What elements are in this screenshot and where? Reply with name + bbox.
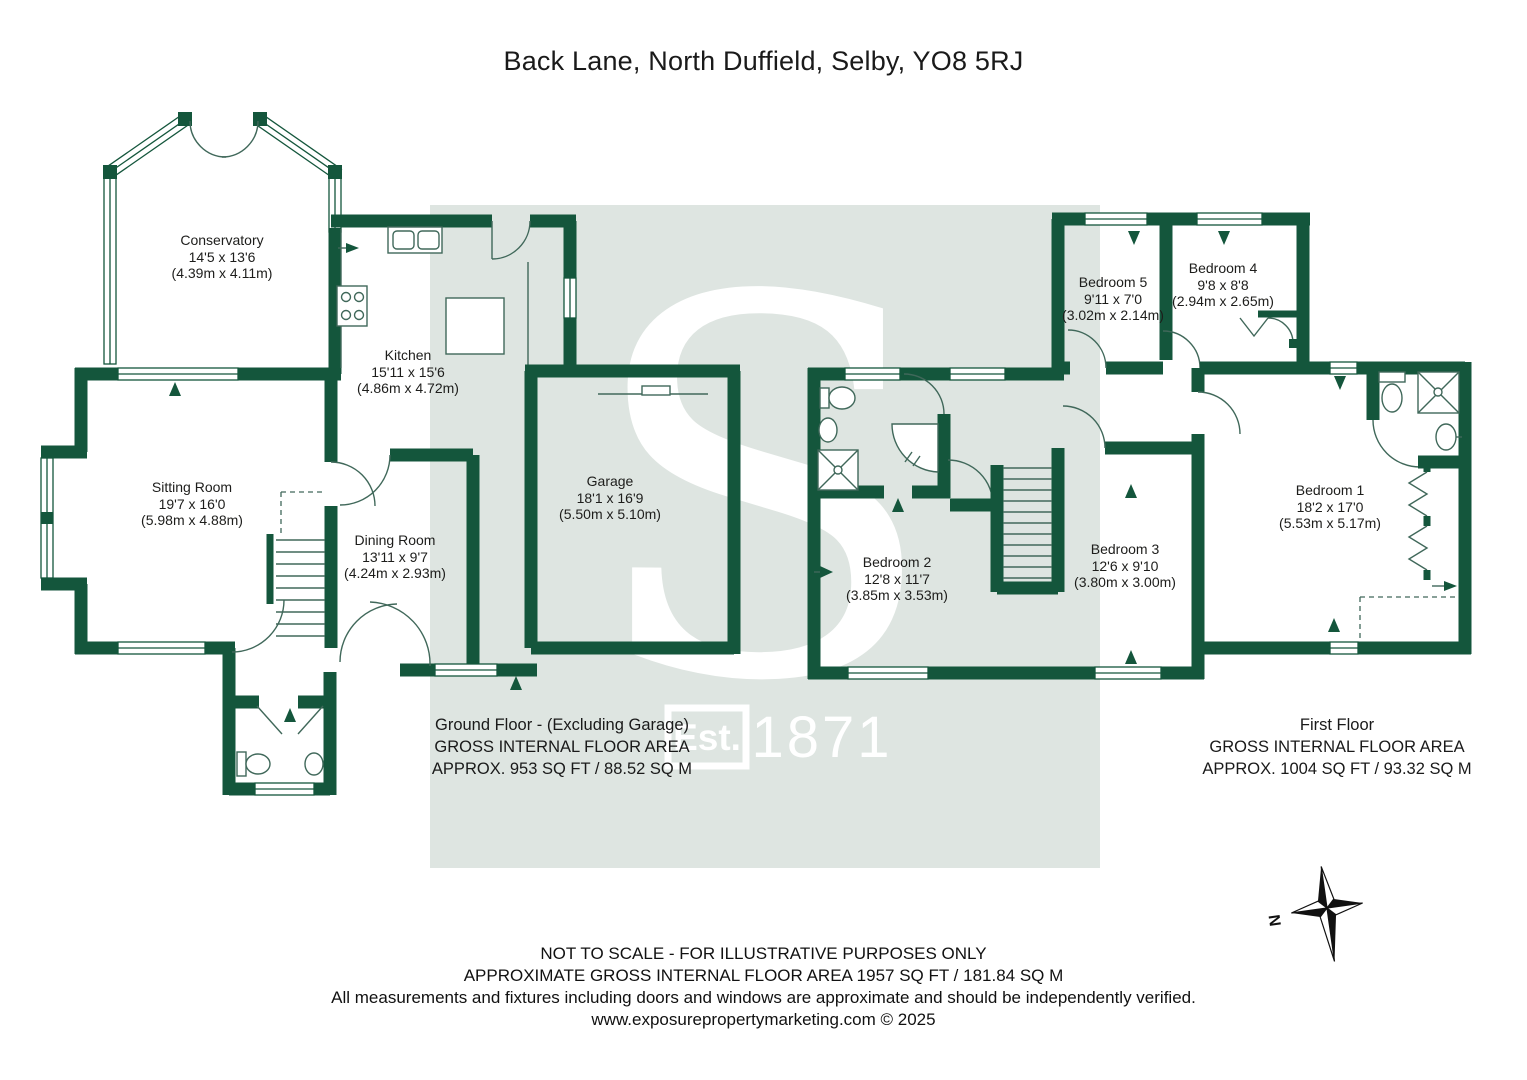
ensuite-toilet (1378, 371, 1406, 413)
footer-not-to-scale: NOT TO SCALE - FOR ILLUSTRATIVE PURPOSES… (540, 944, 987, 963)
bathroom-toilet (819, 386, 856, 410)
bathroom-sink (818, 417, 838, 443)
wc-toilet (236, 751, 271, 777)
room-label-dining-room: Dining Room 13'11 x 9'7 (4.24m x 2.93m) (344, 532, 446, 581)
compass-rose: N (1266, 866, 1363, 962)
sitting-conservatory-window (117, 367, 239, 381)
ground-floor-stairs (276, 539, 325, 637)
room-label-bedroom-1: Bedroom 1 18'2 x 17'0 (5.53m x 5.17m) (1279, 482, 1381, 531)
hall-window (434, 663, 498, 677)
conservatory-window-left (103, 177, 117, 365)
conservatory-double-door (189, 120, 227, 158)
bedroom1-wardrobe (1407, 462, 1431, 580)
bedroom4-cupboard-doors (1239, 317, 1269, 338)
bedroom3-door-arc (1062, 405, 1106, 449)
watermark-band (430, 205, 1100, 868)
first-floor-plan (807, 212, 1472, 680)
conservatory-window-left-diagonal (104, 113, 191, 179)
room-label-kitchen: Kitchen 15'11 x 15'6 (4.86m x 4.72m) (357, 347, 459, 396)
wc-window (254, 782, 315, 796)
sitting-bottom-window (117, 641, 206, 655)
ground-floor-summary: Ground Floor - (Excluding Garage) GROSS … (431, 716, 693, 778)
watermark-est-label: Est. (673, 717, 741, 758)
bedroom2-bottom-window (847, 666, 929, 680)
page-title: Back Lane, North Duffield, Selby, YO8 5R… (503, 46, 1024, 76)
room-label-bedroom-2: Bedroom 2 12'8 x 11'7 (3.85m x 3.53m) (846, 554, 948, 603)
room-label-bedroom-4: Bedroom 4 9'8 x 8'8 (2.94m x 2.65m) (1172, 260, 1274, 309)
kitchen-island (445, 297, 505, 355)
footer-disclaimer: All measurements and fixtures including … (331, 988, 1196, 1007)
bathroom-door-arc (903, 373, 945, 415)
wc-sink (304, 752, 324, 776)
kitchen-door-arc (491, 220, 531, 260)
room-label-conservatory: Conservatory 14'5 x 13'6 (4.39m x 4.11m) (171, 232, 273, 281)
kitchen-window (563, 277, 577, 319)
landing-window-2 (949, 367, 1006, 381)
bedroom1-top-window (1329, 361, 1358, 375)
bedroom4-door-arc (1162, 330, 1201, 369)
room-label-garage: Garage 18'1 x 16'9 (5.50m x 5.10m) (559, 473, 661, 522)
ground-floor-plan (40, 112, 741, 796)
garage-door-mark (641, 385, 671, 396)
bedroom1-bottom-window (1329, 641, 1359, 655)
front-door-arc (339, 603, 398, 663)
bathroom-corner-shower (891, 423, 939, 473)
ensuite-sink (1435, 423, 1462, 451)
ensuite-shower (1417, 371, 1460, 414)
first-floor-stairs (1003, 467, 1052, 579)
kitchen-hob (336, 285, 368, 327)
compass-north-label: N (1266, 913, 1284, 927)
bedroom5-window (1084, 212, 1148, 226)
watermark-est-box (664, 704, 750, 770)
bathroom-shower (817, 449, 859, 491)
ensuite-door-arc (1372, 419, 1421, 468)
bedroom5-door-arc (1067, 329, 1107, 369)
kitchen-sink (387, 226, 443, 254)
watermark-year: 1871 (751, 705, 892, 770)
bedroom4-window (1196, 212, 1263, 226)
footer-website: www.exposurepropertymarketing.com © 2025 (591, 1010, 936, 1029)
room-label-bedroom-5: Bedroom 5 9'11 x 7'0 (3.02m x 2.14m) (1062, 274, 1164, 323)
bedroom3-bottom-window (1094, 666, 1162, 680)
first-floor-summary: First Floor GROSS INTERNAL FLOOR AREA AP… (1202, 716, 1472, 778)
bedroom1-door-arc (1197, 391, 1241, 435)
room-label-sitting-room: Sitting Room 19'7 x 16'0 (5.98m x 4.88m) (141, 479, 243, 528)
sitting-dining-door-arc (330, 461, 376, 507)
dining-door-arc (339, 454, 391, 506)
footer-total-area: APPROXIMATE GROSS INTERNAL FLOOR AREA 19… (463, 966, 1064, 985)
room-label-bedroom-3: Bedroom 3 12'6 x 9'10 (3.80m x 3.00m) (1074, 541, 1176, 590)
landing-window-1 (844, 367, 901, 381)
